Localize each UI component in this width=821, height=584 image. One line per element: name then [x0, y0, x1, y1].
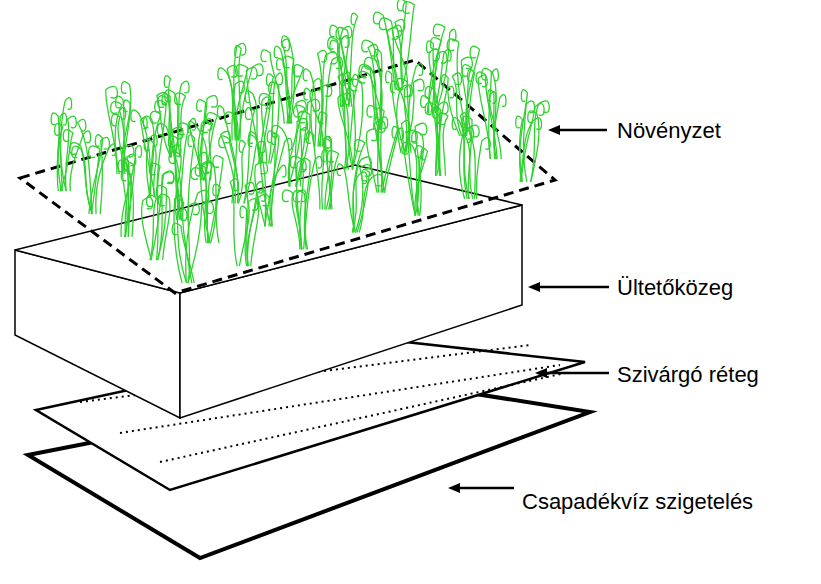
- grass-blade: [121, 146, 142, 238]
- grass-blade: [230, 179, 238, 266]
- grass-blade: [384, 126, 398, 192]
- grass-blade: [55, 124, 63, 192]
- grass-blade: [89, 135, 102, 214]
- grass-blade: [452, 118, 467, 199]
- layer-label: Szivárgó réteg: [617, 362, 759, 388]
- grass-blade: [353, 172, 367, 233]
- layer-label: Csapadékvíz szigetelés: [522, 489, 753, 515]
- grass-blade: [520, 118, 541, 182]
- grass-blade: [151, 171, 174, 260]
- grass-blade: [147, 195, 157, 260]
- grass-blade: [60, 130, 73, 191]
- grass-blade: [452, 73, 461, 136]
- grass-blade: [288, 118, 307, 186]
- grass-blade: [476, 72, 497, 159]
- grass-blade: [379, 18, 398, 90]
- grass-blade: [238, 141, 245, 204]
- grass-blade: [282, 190, 299, 249]
- layer-label: Növényzet: [617, 118, 721, 144]
- grass-blade: [188, 203, 199, 283]
- vegetation: [51, 0, 549, 283]
- grass-blade: [249, 132, 271, 227]
- grass-blade: [415, 123, 427, 215]
- grass-blade: [239, 199, 257, 267]
- grass-blade: [406, 130, 417, 216]
- grass-blade: [528, 111, 539, 182]
- grass-blade: [342, 72, 351, 169]
- grass-blade: [240, 206, 247, 266]
- leader-arrows: [458, 130, 609, 488]
- grass-blade: [386, 71, 405, 153]
- grass-blade: [324, 139, 331, 210]
- grass-blade: [259, 74, 274, 164]
- grass-blade: [350, 79, 362, 169]
- grass-blade: [111, 102, 122, 175]
- grass-blade: [143, 116, 154, 197]
- grass-blade: [141, 117, 155, 197]
- grass-blade: [415, 146, 424, 216]
- grass-blade: [248, 135, 266, 227]
- grass-blade: [100, 137, 109, 214]
- grass-blade: [364, 57, 382, 129]
- grass-blade: [338, 74, 348, 170]
- grass-blade: [436, 29, 456, 113]
- grass-blade: [267, 131, 275, 227]
- grass-blade: [318, 112, 332, 210]
- grass-blade: [251, 194, 270, 266]
- grass-blade: [304, 156, 322, 249]
- grass-blade: [186, 190, 209, 283]
- grass-blade: [402, 2, 415, 90]
- grass-blade: [245, 91, 260, 164]
- grass-blade: [492, 69, 498, 159]
- layer-label: Ültetőközeg: [617, 275, 733, 301]
- grass-blade: [468, 125, 479, 199]
- grass-blade: [447, 39, 466, 136]
- grass-blade: [121, 169, 131, 237]
- grass-blade: [326, 57, 343, 147]
- grass-blade: [476, 138, 490, 199]
- grass-blade: [89, 146, 100, 214]
- grass-blade: [158, 172, 174, 260]
- grass-blade: [296, 100, 306, 186]
- grass-blade: [374, 121, 385, 193]
- grass-blade: [322, 136, 332, 209]
- grass-blade: [70, 131, 91, 191]
- grass-blade: [142, 197, 153, 260]
